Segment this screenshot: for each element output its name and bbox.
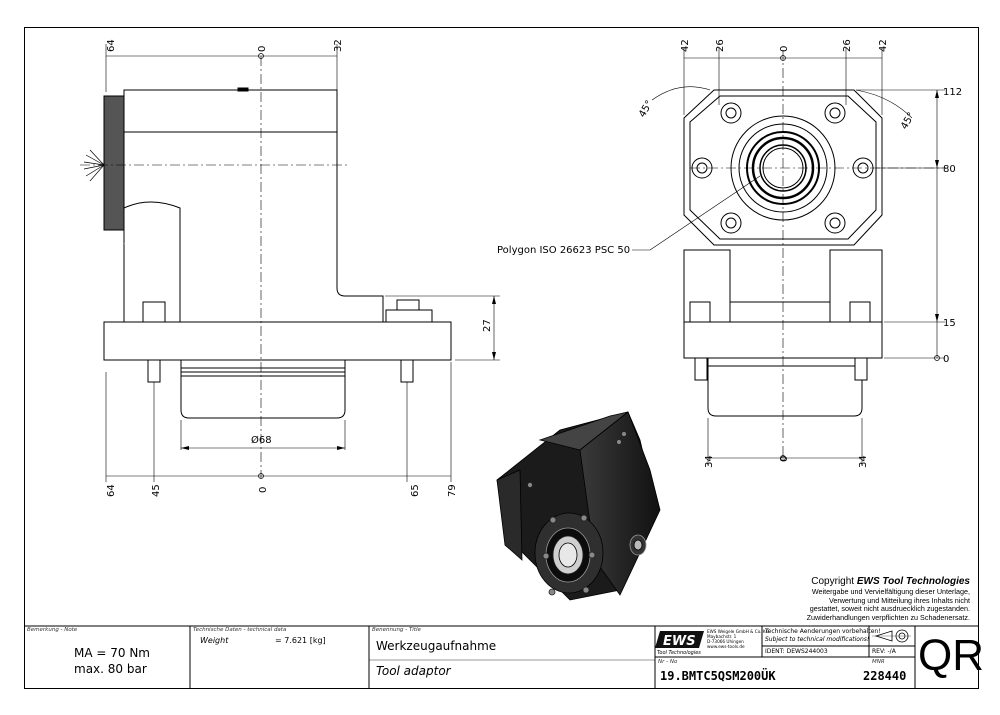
- side-view: [80, 56, 452, 478]
- title-label: Benennung - Title: [372, 627, 421, 633]
- side-spigot: [180, 367, 346, 419]
- dim-side-bottom-4: 79: [447, 484, 458, 497]
- change-note-en: Subject to technical modifications!: [765, 636, 870, 643]
- mnr-number: 228440: [863, 669, 907, 683]
- company-address: EWS Weigele GmbH & Co. KG Maybachstr. 1 …: [707, 629, 769, 649]
- front-view: [683, 50, 945, 460]
- projection-symbol-icon: [872, 629, 911, 643]
- dim-front-right-3: 0: [943, 354, 949, 365]
- weight-label: Weight: [200, 636, 229, 645]
- dim-front-top-4: 42: [878, 39, 889, 52]
- title-english: Tool adaptor: [376, 664, 451, 678]
- side-pin-left: [147, 359, 161, 383]
- dim-front-bottom-1: 0: [779, 456, 790, 462]
- number-label: Nr - No: [658, 659, 678, 665]
- revision: REV: -/A: [872, 648, 896, 655]
- dim-front-right-2: 15: [943, 318, 956, 329]
- dim-front-top-1: 26: [715, 39, 726, 52]
- dim-side-top-center: 0: [257, 46, 268, 52]
- dim-side-bottom-2: 0: [258, 487, 269, 493]
- side-coolant-lines: [83, 149, 105, 182]
- drawing-frame: [24, 27, 979, 689]
- copyright-title: Copyright EWS Tool Technologies: [811, 576, 970, 587]
- dim-front-top-3: 26: [842, 39, 853, 52]
- dim-front-bottom-0: 34: [704, 455, 715, 468]
- svg-text:Tool Technologies: Tool Technologies: [657, 650, 701, 656]
- dim-side-bottom-1: 45: [151, 484, 162, 497]
- dim-front-bottom-2: 34: [858, 455, 869, 468]
- front-spigot: [707, 365, 863, 417]
- dim-front-top-2: 0: [779, 46, 790, 52]
- copyright-notice: Copyright EWS Tool Technologies Weiterga…: [790, 576, 970, 622]
- dim-side-diameter: Ø68: [251, 434, 272, 446]
- qr-mark: QR: [918, 631, 984, 680]
- side-spigot-ring: [180, 359, 346, 369]
- titleblock-grid: [24, 625, 979, 689]
- front-dimension-lines: [632, 48, 945, 465]
- change-note-de: Technische Aenderungen vorbehalten!: [765, 628, 881, 635]
- dim-side-top-left: 64: [106, 39, 117, 52]
- remark-line-1: MA = 70 Nm: [74, 646, 150, 660]
- polygon-note: Polygon ISO 26623 PSC 50: [497, 245, 630, 256]
- side-base-plate: [103, 321, 452, 361]
- dim-angle-right: 45°: [899, 111, 917, 132]
- dim-side-height: 27: [482, 319, 493, 332]
- ident-number: IDENT: DEWS244003: [765, 648, 828, 655]
- isometric-view: [496, 411, 661, 601]
- dim-side-bottom-0: 64: [106, 484, 117, 497]
- side-screw-left: [142, 301, 166, 323]
- remark-label: Bemerkung - Note: [27, 627, 78, 633]
- dim-angle-left: 45°: [637, 99, 655, 120]
- dim-side-top-right: 32: [333, 39, 344, 52]
- part-number: 19.BMTC5QSM200ÜK: [660, 669, 776, 683]
- dim-front-top-0: 42: [680, 39, 691, 52]
- remark-line-2: max. 80 bar: [74, 662, 147, 676]
- tech-data-label: Technische Daten - technical data: [193, 627, 287, 633]
- svg-text:EWS: EWS: [663, 634, 696, 649]
- title-german: Werkzeugaufnahme: [376, 639, 497, 653]
- side-dim-arrows: [181, 53, 496, 479]
- front-bolt-holes: [691, 102, 874, 234]
- front-dim-arrows: [780, 55, 940, 461]
- side-body: [123, 89, 384, 323]
- mnr-label: MNR: [872, 659, 885, 665]
- side-flange-face: [103, 95, 125, 231]
- ews-logo: EWS Tool Technologies: [655, 631, 704, 656]
- dim-front-right-1: 80: [943, 164, 956, 175]
- side-dimension-lines: [105, 44, 500, 482]
- weight-value: = 7.621 [kg]: [275, 636, 326, 645]
- dim-front-right-0: 112: [943, 87, 962, 98]
- copyright-text: Weitergabe und Vervielfältigung dieser U…: [806, 587, 970, 622]
- dim-side-bottom-3: 65: [410, 484, 421, 497]
- side-pin-right: [400, 359, 414, 383]
